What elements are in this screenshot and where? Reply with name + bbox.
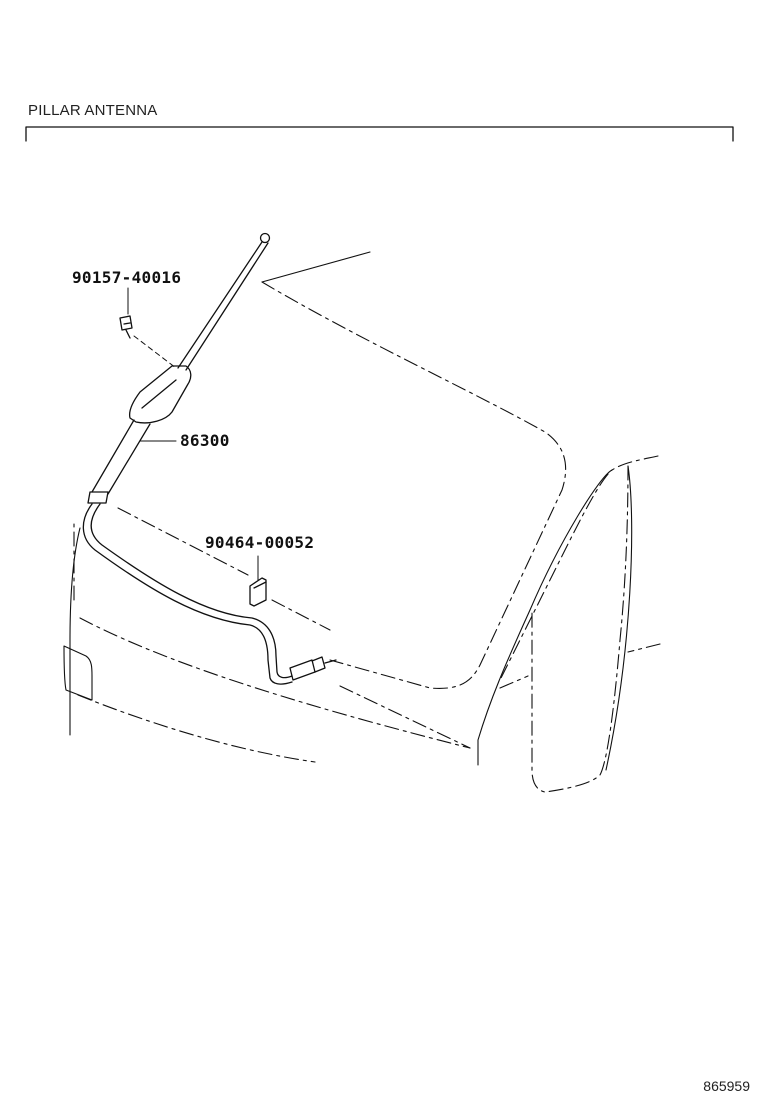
antenna-mast (87, 232, 271, 504)
antenna-tip (259, 232, 271, 244)
antenna-tube-right (107, 423, 151, 495)
clamp-icon (249, 577, 267, 607)
rear-window-outline (261, 281, 567, 689)
part-number-antenna: 86300 (180, 431, 230, 450)
antenna-grommet (87, 491, 109, 504)
rear-window-lower-edge (117, 507, 249, 576)
antenna-mount-inner (141, 379, 177, 409)
figure-id: 865959 (703, 1078, 750, 1094)
page-title: PILLAR ANTENNA (28, 102, 158, 119)
right-bumper-line (499, 675, 529, 689)
antenna-rod-right (185, 242, 269, 371)
tailgate-mid-line (339, 685, 471, 749)
leader-lines (127, 287, 259, 581)
left-pillar (69, 527, 81, 736)
tailgate-panel (79, 617, 471, 749)
cable-upper-2 (90, 503, 293, 679)
connector-plug (289, 656, 337, 681)
right-side-roof (499, 455, 659, 681)
right-door-lower (627, 643, 661, 653)
part-number-clamp: 90464-00052 (205, 533, 315, 552)
antenna-rod-left (177, 241, 263, 369)
antenna-tube-left (91, 419, 135, 493)
antenna-cable (82, 503, 337, 685)
leader-90157-dash (133, 335, 177, 369)
vehicle-body-outline (63, 251, 661, 793)
cable-upper (82, 503, 293, 685)
right-side-roof-solid (477, 469, 613, 766)
screw-icon (119, 315, 133, 339)
tailgate-bottom (77, 694, 316, 763)
roof-edge (261, 251, 371, 283)
right-door-frame (531, 465, 629, 793)
tail-lamp (63, 645, 93, 701)
antenna-mount-base (128, 365, 192, 424)
section-bracket (25, 126, 734, 142)
right-door-frame-2 (605, 465, 633, 771)
part-number-screw: 90157-40016 (72, 268, 182, 287)
rear-window-lower-edge-2 (271, 599, 331, 631)
